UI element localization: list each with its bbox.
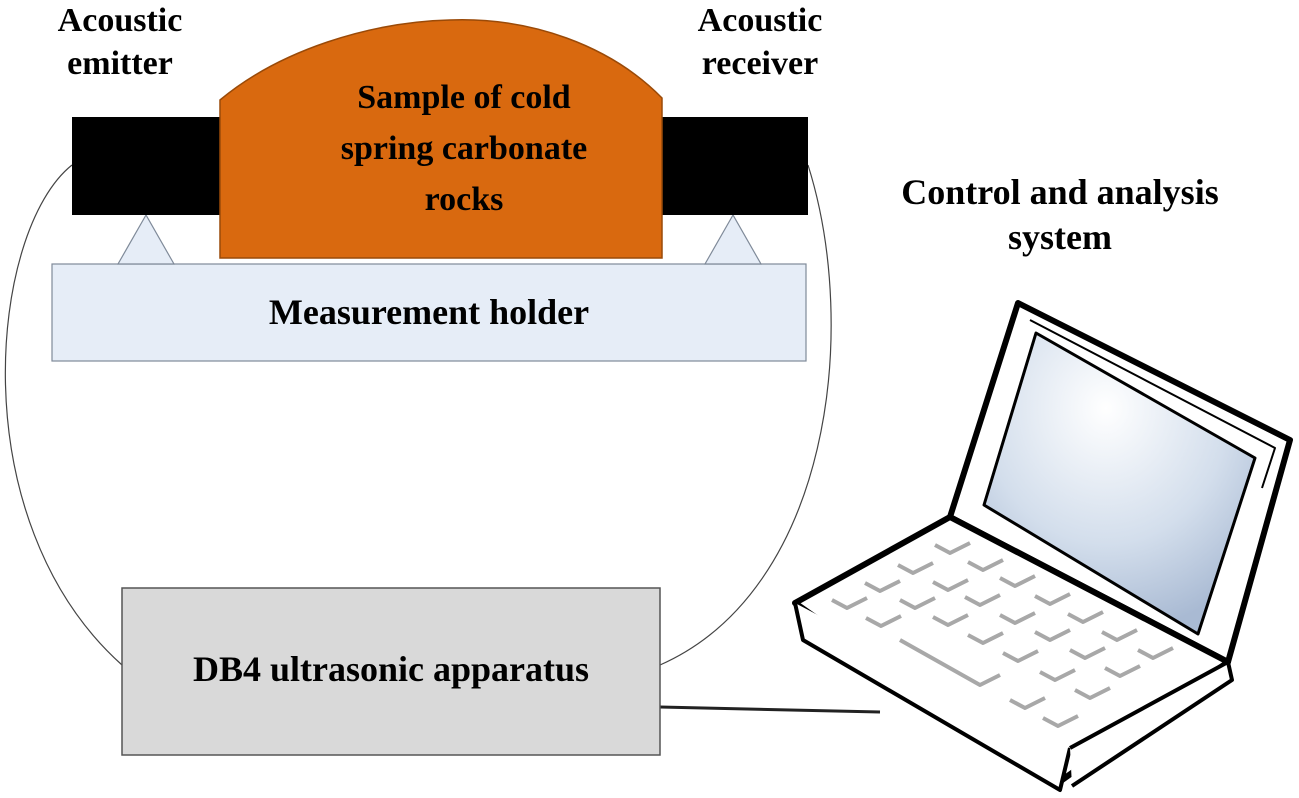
laptop-screen [982, 331, 1257, 636]
acoustic-emitter-block [72, 117, 220, 215]
sample-label-line-3: rocks [424, 181, 504, 218]
rock-sample-label: Sample of cold spring carbonate rocks [264, 72, 664, 225]
measurement-holder [51, 263, 807, 362]
measurement-holder-label: Measurement holder [268, 292, 590, 332]
laptop-keyboard [831, 541, 1174, 728]
control-system-label: Control and analysis system [860, 170, 1260, 260]
right-support [703, 213, 763, 265]
sample-label-line-2: spring carbonate [340, 130, 588, 167]
db4-apparatus-box [121, 587, 661, 756]
emitter-label-line-1: Acoustic [57, 2, 183, 39]
receiver-label-line-1: Acoustic [697, 2, 823, 39]
control-label-line-2: system [1008, 217, 1112, 257]
acoustic-emitter-label: Acoustic emitter [30, 0, 210, 85]
computer-cable [659, 705, 881, 714]
apparatus-label: DB4 ultrasonic apparatus [192, 649, 590, 689]
emitter-wire [4, 164, 123, 666]
receiver-label-line-2: receiver [701, 44, 819, 82]
left-support [116, 213, 176, 265]
acoustic-receiver-block [662, 117, 808, 215]
emitter-label-line-2: emitter [67, 44, 173, 82]
control-label-line-1: Control and analysis [901, 172, 1219, 212]
acoustic-receiver-label: Acoustic receiver [660, 0, 860, 85]
receiver-wire [659, 164, 832, 666]
rock-sample [219, 19, 663, 259]
sample-label-line-1: Sample of cold [357, 79, 571, 116]
laptop-icon [792, 300, 1293, 792]
